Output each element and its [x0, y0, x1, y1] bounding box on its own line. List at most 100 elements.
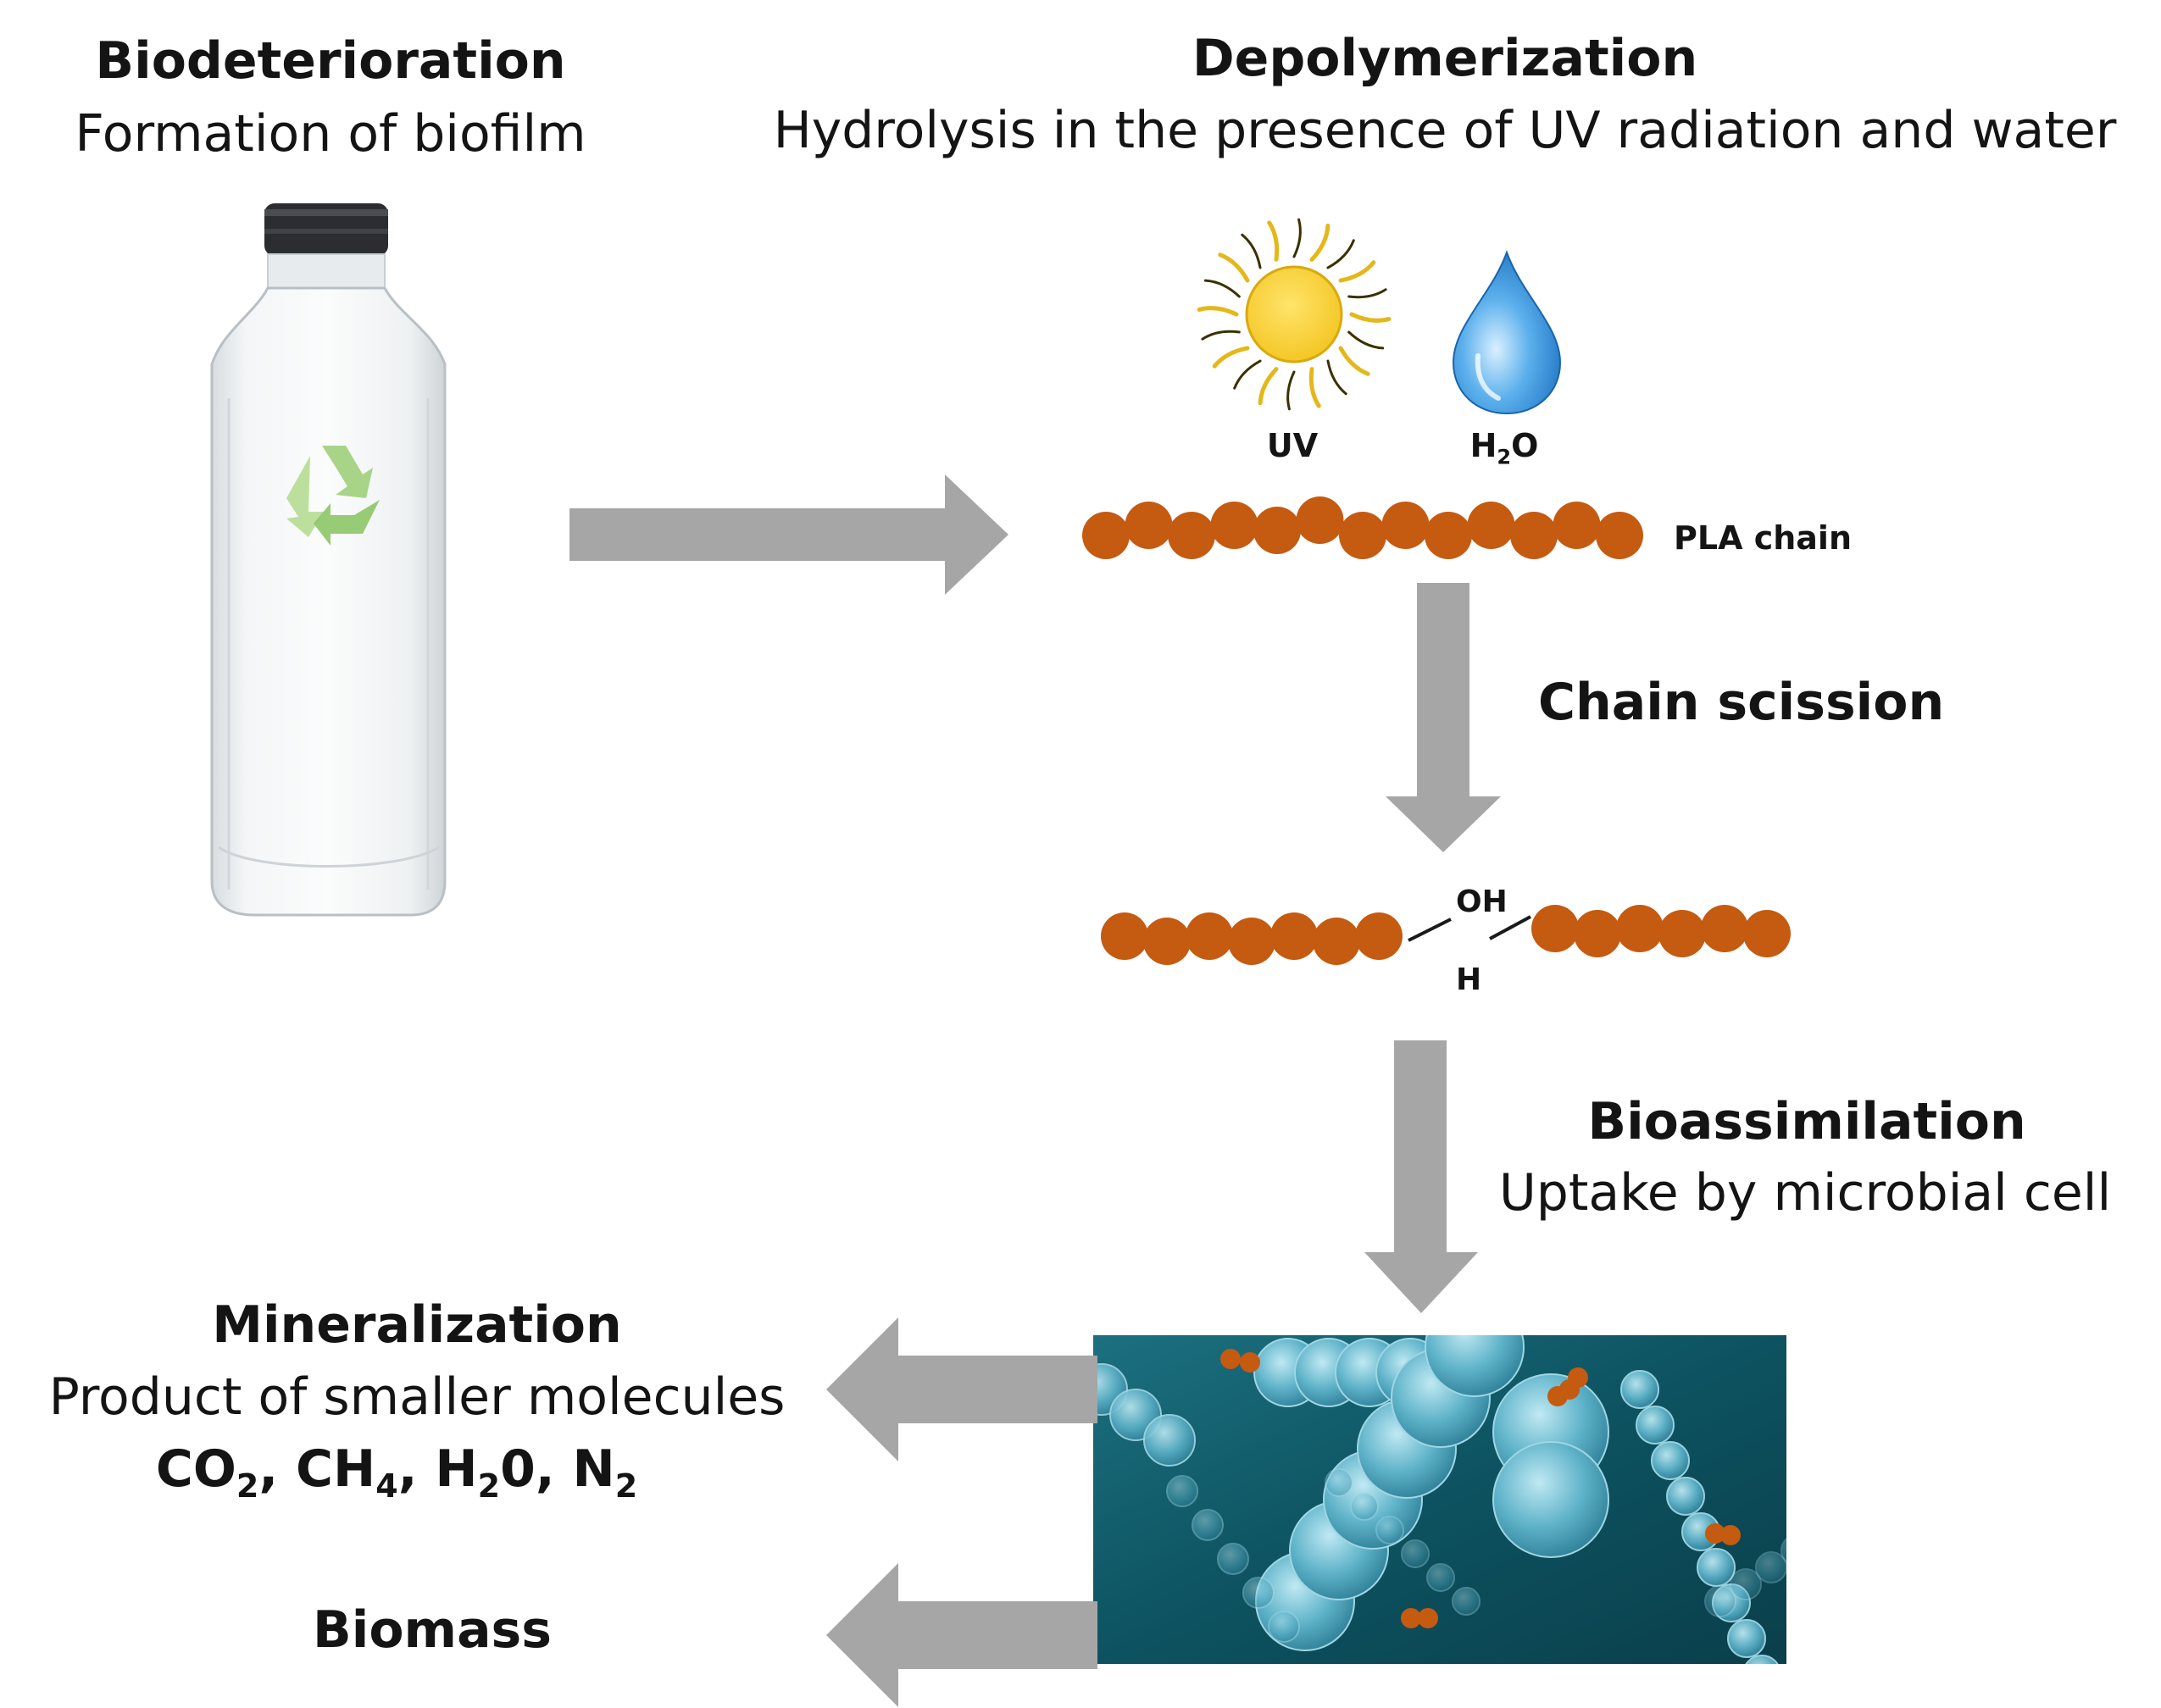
- pla-fragment-bead: [1220, 1349, 1241, 1369]
- product-base: N: [572, 1439, 615, 1499]
- arrow-bioassimilation: [1364, 1040, 1478, 1313]
- pla-bead: [1510, 512, 1558, 559]
- sun-ray: [1258, 367, 1279, 406]
- pla-bead: [1616, 905, 1664, 952]
- sun-ray: [1212, 346, 1250, 369]
- pla-bead: [1125, 502, 1173, 549]
- pla-bead: [1253, 507, 1301, 554]
- sun-ray: [1349, 312, 1392, 323]
- product-formula: N2: [572, 1439, 638, 1505]
- pla-bead: [1658, 910, 1706, 957]
- microbial-cell: [1143, 1414, 1196, 1467]
- pla-fragment-left: [1101, 912, 1403, 965]
- water-label: H2O: [1469, 427, 1539, 469]
- microbial-cells-image: [1093, 1335, 1796, 1708]
- pla-bead: [1425, 512, 1472, 559]
- bioassimilation-title: Bioassimilation: [1587, 1092, 2026, 1151]
- h-bond: [1489, 915, 1531, 940]
- microbial-cell: [1268, 1611, 1300, 1643]
- product-subscript: 2: [614, 1467, 638, 1505]
- product-formula: H20,: [435, 1439, 573, 1505]
- water-drop-icon: [1452, 250, 1562, 415]
- mineralization-subtitle: Product of smaller molecules: [48, 1367, 786, 1427]
- microbial-cell: [1755, 1551, 1786, 1583]
- microbial-cell: [1426, 1563, 1455, 1592]
- water-label-h: H: [1469, 427, 1497, 464]
- pla-bead: [1168, 512, 1215, 559]
- pla-bead: [1186, 912, 1233, 960]
- arrow-to-biomass: [826, 1563, 1097, 1707]
- sun-ray: [1338, 346, 1370, 376]
- product-base: CH: [296, 1439, 376, 1499]
- bottle-neck: [267, 253, 386, 289]
- product-base: H: [435, 1439, 478, 1499]
- microbial-cell: [1666, 1477, 1705, 1516]
- pla-bead: [1143, 918, 1191, 965]
- pla-bead: [1574, 910, 1621, 957]
- product-separator: ,: [397, 1439, 436, 1499]
- pla-chain-label: PLA chain: [1674, 519, 1853, 557]
- microbial-cell: [1730, 1568, 1762, 1600]
- pla-bead: [1270, 912, 1318, 960]
- microbial-cell: [1166, 1475, 1198, 1507]
- pla-bead: [1313, 918, 1360, 965]
- pla-bead: [1082, 512, 1130, 559]
- pla-fragment-right: [1531, 905, 1791, 957]
- pla-bead: [1553, 502, 1601, 549]
- product-separator: ,: [535, 1439, 573, 1499]
- sun-ray: [1203, 279, 1241, 298]
- h-label: H: [1456, 962, 1482, 997]
- uv-label: UV: [1266, 427, 1319, 464]
- sun-ray: [1241, 233, 1262, 269]
- oh-bond: [1408, 918, 1452, 942]
- recycle-icon: [286, 446, 380, 546]
- oh-label: OH: [1456, 884, 1508, 919]
- microbial-cell: [1350, 1492, 1379, 1521]
- sun-ray: [1267, 220, 1280, 262]
- microbial-cell: [1401, 1539, 1430, 1568]
- sun-ray: [1347, 330, 1385, 350]
- sun-ray: [1233, 359, 1262, 390]
- product-formula: CH4,: [296, 1439, 436, 1505]
- product-subscript: 4: [375, 1467, 398, 1505]
- plastic-bottle-illustration: [210, 203, 447, 917]
- pla-bead: [1467, 502, 1515, 549]
- microbial-cell: [1745, 1655, 1779, 1664]
- biodeterioration-subtitle: Formation of biofilm: [75, 104, 586, 164]
- sun-ray: [1309, 223, 1330, 262]
- biodeterioration-title: Biodeterioration: [95, 31, 566, 91]
- product-formula: CO2,: [155, 1439, 296, 1505]
- pla-bead: [1339, 512, 1386, 559]
- pla-bead: [1701, 905, 1748, 952]
- microbial-cell: [1452, 1587, 1480, 1616]
- microbial-cell: [1780, 1538, 1786, 1563]
- pla-fragment-bead: [1418, 1608, 1438, 1628]
- product-tail: 0: [500, 1439, 536, 1499]
- microbial-cell: [1492, 1441, 1609, 1558]
- pla-bead: [1531, 905, 1579, 952]
- sun-ray: [1292, 218, 1302, 258]
- product-base: CO: [155, 1439, 236, 1499]
- sun-ray: [1326, 239, 1355, 269]
- microbial-cell: [1425, 1335, 1525, 1397]
- microbial-cell: [1697, 1548, 1736, 1587]
- sun-icon: [1197, 218, 1392, 411]
- microbial-cell: [1758, 1691, 1796, 1708]
- microbial-cell: [1651, 1441, 1690, 1480]
- chain-scission-label: Chain scission: [1538, 673, 1945, 732]
- microbial-cell: [1242, 1577, 1275, 1609]
- pla-bead: [1596, 512, 1643, 559]
- product-subscript: 2: [236, 1467, 259, 1505]
- sun-ray: [1218, 252, 1250, 283]
- sun-ray: [1286, 370, 1296, 411]
- sun-ray: [1197, 306, 1239, 317]
- depolymerization-subtitle: Hydrolysis in the presence of UV radiati…: [773, 101, 2117, 160]
- microbial-cell: [1375, 1516, 1404, 1544]
- pla-fragment-bead: [1705, 1523, 1725, 1544]
- arrow-to-mineralization: [826, 1317, 1097, 1461]
- pla-fragment-bead: [1240, 1352, 1260, 1372]
- sun-ray: [1201, 330, 1241, 341]
- product-subscript: 2: [477, 1467, 501, 1505]
- arrow-to-depolymerization: [569, 474, 1008, 595]
